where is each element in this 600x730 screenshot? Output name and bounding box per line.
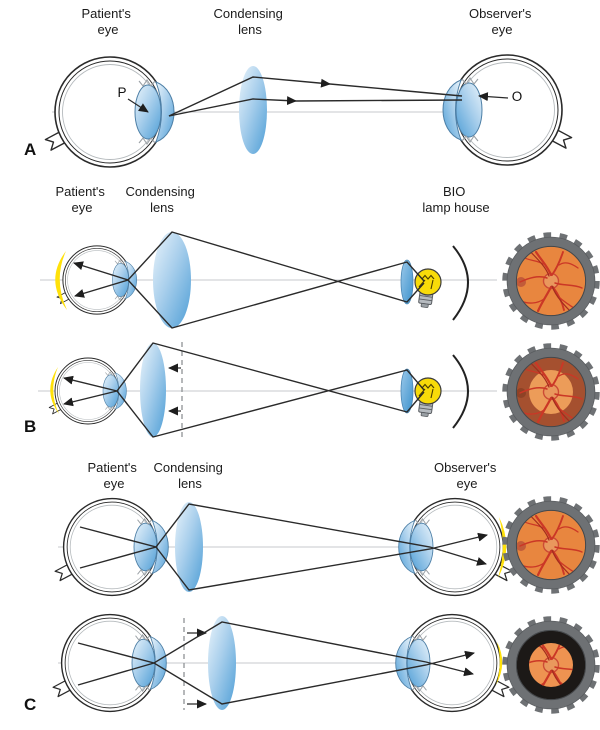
panel-letter-c: C	[24, 695, 36, 714]
point-o-arrow	[478, 92, 509, 102]
reflector-mirror	[452, 245, 469, 321]
label-condensing-lens-b: Condensing lens	[125, 184, 198, 215]
reflector-mirror	[452, 354, 469, 429]
fundus-view-full	[506, 236, 597, 327]
condensing-lens	[208, 616, 236, 710]
point-o-label: O	[512, 89, 523, 104]
light-rays	[73, 231, 425, 329]
observer-eye	[394, 613, 510, 713]
retina-image-highlight	[498, 517, 507, 578]
label-patient-eye-a: Patient's eye	[81, 6, 134, 37]
label-patient-eye-c: Patient's eye	[87, 460, 140, 491]
lamp-condenser-lens	[400, 259, 414, 305]
panel-c-row2: C	[24, 613, 597, 714]
label-patient-eye-b: Patient's eye	[55, 184, 108, 215]
patient-eye	[56, 245, 138, 315]
label-condensing-lens-c: Condensing lens	[153, 460, 226, 491]
panel-b-row1	[40, 231, 597, 329]
light-rays	[168, 76, 463, 117]
patient-eye	[52, 613, 168, 713]
label-observer-eye-a: Observer's eye	[469, 6, 535, 37]
panel-letter-b: B	[24, 417, 36, 436]
point-p-arrow	[127, 98, 149, 113]
retina-image-highlight	[496, 642, 503, 685]
condensing-lens	[239, 66, 267, 154]
point-p-label: P	[117, 85, 126, 100]
label-bio-lamp-house: BIO lamp house	[422, 184, 489, 215]
condensing-lens	[153, 232, 191, 328]
retina-illumination-highlight	[55, 251, 67, 310]
panel-b: Patient's eye Condensing lens BIO lamp h…	[24, 184, 597, 438]
light-rays	[63, 342, 425, 438]
observer-eye	[397, 497, 513, 597]
lamp-condenser-lens	[400, 368, 414, 414]
fundus-view-full	[506, 500, 597, 591]
condensing-lens	[175, 502, 203, 592]
label-condensing-lens-a: Condensing lens	[213, 6, 286, 37]
fundus-view-reduced	[506, 347, 597, 438]
fundus-view-small	[506, 620, 597, 711]
panel-a: Patient's eye Condensing lens Observer's…	[24, 6, 573, 168]
panel-c-row1	[54, 497, 597, 597]
observer-eye	[442, 54, 573, 166]
retina-illumination-highlight	[50, 367, 59, 414]
patient-eye	[44, 56, 175, 168]
panel-b-row2: B	[24, 342, 597, 438]
light-rays	[77, 621, 475, 705]
patient-eye	[54, 497, 170, 597]
panel-c: Patient's eye Condensing lens Observer's…	[24, 460, 597, 714]
label-observer-eye-c: Observer's eye	[434, 460, 500, 491]
light-rays	[79, 503, 488, 591]
panel-letter-a: A	[24, 140, 36, 159]
condensing-lens	[140, 343, 166, 437]
